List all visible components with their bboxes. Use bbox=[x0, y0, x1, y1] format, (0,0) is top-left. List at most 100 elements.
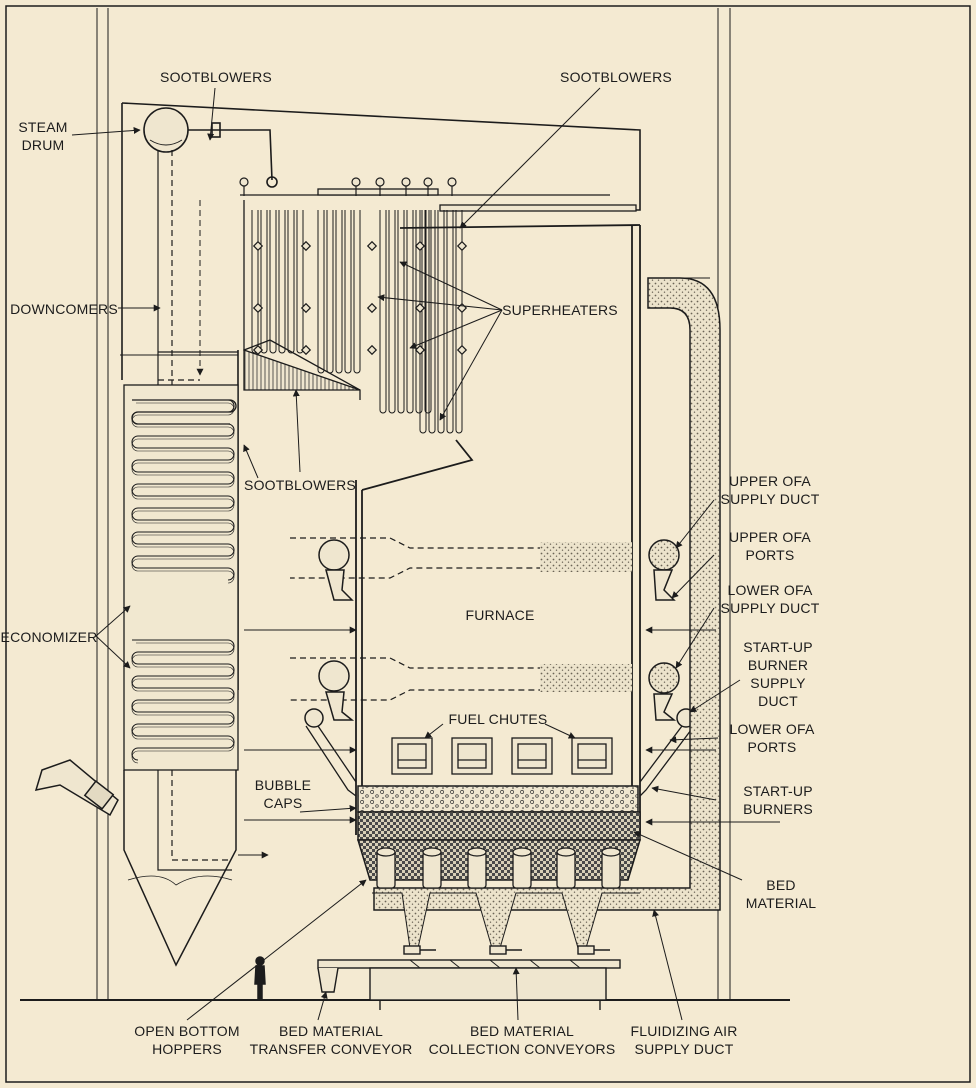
person-scale-figure bbox=[254, 956, 266, 1001]
superheater-tube bbox=[269, 210, 277, 354]
fuel-chute-inner bbox=[397, 743, 427, 769]
superheater-tube bbox=[446, 210, 454, 434]
superheater-tube bbox=[419, 210, 427, 434]
tube-clamp bbox=[252, 344, 264, 356]
superheater-header bbox=[351, 177, 361, 187]
bubble-caps bbox=[376, 847, 621, 889]
superheater-tube bbox=[415, 210, 423, 414]
label-startup-burners: START-UP BURNERS bbox=[743, 783, 813, 817]
tube-clamp bbox=[252, 240, 264, 252]
tube-clamp bbox=[300, 302, 312, 314]
superheater-tube bbox=[353, 210, 361, 374]
tube-clamp bbox=[252, 302, 264, 314]
bubble-cap bbox=[556, 851, 576, 889]
label-sootblowers-top-left: SOOTBLOWERS bbox=[160, 69, 272, 85]
fuel-chute-inner bbox=[577, 743, 607, 769]
label-steam-drum: STEAM DRUM bbox=[18, 119, 68, 153]
tube-clamp bbox=[300, 344, 312, 356]
bubble-cap-top bbox=[601, 847, 621, 857]
superheater-tube bbox=[335, 210, 343, 374]
superheater-tube bbox=[317, 210, 325, 374]
superheater-tube bbox=[397, 210, 405, 414]
label-lower-ofa-ports: LOWER OFA PORTS bbox=[729, 721, 815, 755]
label-economizer: ECONOMIZER bbox=[0, 629, 98, 645]
bubble-cap-top bbox=[422, 847, 442, 857]
tube-clamp bbox=[414, 240, 426, 252]
label-fluidizing-air-supply-duct: FLUIDIZING AIR SUPPLY DUCT bbox=[630, 1023, 738, 1057]
label-lower-ofa-supply-duct: LOWER OFA SUPPLY DUCT bbox=[720, 582, 820, 616]
fuel-chutes bbox=[391, 737, 613, 775]
superheater-tube bbox=[260, 210, 268, 354]
bubble-cap-top bbox=[376, 847, 396, 857]
economizer-coil bbox=[131, 639, 235, 761]
label-upper-ofa-ports: UPPER OFA PORTS bbox=[729, 529, 811, 563]
economizer-coils bbox=[131, 399, 235, 764]
label-bubble-caps: BUBBLE CAPS bbox=[254, 777, 312, 811]
superheater-tube bbox=[424, 210, 432, 414]
tube-clamp bbox=[300, 240, 312, 252]
label-upper-ofa-supply-duct: UPPER OFA SUPPLY DUCT bbox=[720, 473, 820, 507]
tube-clamp bbox=[366, 344, 378, 356]
label-fuel-chutes: FUEL CHUTES bbox=[448, 711, 548, 727]
superheater-header bbox=[447, 177, 457, 187]
superheater-headers bbox=[239, 177, 468, 356]
bubble-cap-top bbox=[512, 847, 532, 857]
label-startup-burner-supply-duct: START-UP BURNER SUPPLY DUCT bbox=[743, 639, 813, 709]
tube-clamp bbox=[456, 240, 468, 252]
superheater-header bbox=[423, 177, 433, 187]
superheater-tube bbox=[379, 210, 387, 414]
ofa-manifolds bbox=[304, 539, 696, 728]
label-sootblowers-mid: SOOTBLOWERS bbox=[244, 477, 356, 493]
flow-arrows bbox=[120, 200, 780, 859]
superheater-tube bbox=[296, 210, 304, 354]
label-bed-material-collection-conveyors: BED MATERIAL COLLECTION CONVEYORS bbox=[428, 1023, 616, 1057]
economizer-coil-inner bbox=[131, 402, 235, 584]
bubble-cap bbox=[601, 851, 621, 889]
economizer-coil bbox=[131, 399, 235, 581]
tube-clamp bbox=[366, 240, 378, 252]
economizer-hopper bbox=[34, 759, 237, 967]
superheater-header bbox=[401, 177, 411, 187]
superheater-header bbox=[375, 177, 385, 187]
superheater-tubes bbox=[251, 210, 463, 434]
label-furnace: FURNACE bbox=[465, 607, 535, 623]
label-downcomers: DOWNCOMERS bbox=[10, 301, 118, 317]
bubble-cap-top bbox=[556, 847, 576, 857]
superheater-tube bbox=[326, 210, 334, 374]
leader-lines bbox=[71, 87, 743, 1021]
superheater-tube bbox=[428, 210, 436, 434]
superheater-tube bbox=[287, 210, 295, 354]
bubble-cap bbox=[376, 851, 396, 889]
bubble-cap bbox=[422, 851, 442, 889]
fuel-chute-inner bbox=[457, 743, 487, 769]
bubble-cap-top bbox=[467, 847, 487, 857]
superheater-tube bbox=[278, 210, 286, 354]
label-open-bottom-hoppers: OPEN BOTTOM HOPPERS bbox=[134, 1023, 240, 1057]
steam-drum bbox=[143, 107, 278, 188]
economizer-coil-inner bbox=[131, 642, 235, 764]
bubble-cap bbox=[512, 851, 532, 889]
tube-clamp bbox=[414, 344, 426, 356]
label-bed-material: BED MATERIAL bbox=[745, 877, 817, 911]
superheater-tube bbox=[437, 210, 445, 434]
superheater-header bbox=[239, 177, 249, 187]
tube-clamp bbox=[414, 302, 426, 314]
label-sootblowers-top-right: SOOTBLOWERS bbox=[560, 69, 672, 85]
conveyors bbox=[317, 945, 621, 1010]
tube-clamp bbox=[366, 302, 378, 314]
economizer-section bbox=[123, 384, 239, 771]
tube-clamp bbox=[456, 344, 468, 356]
superheater-tube bbox=[455, 210, 463, 434]
page-border bbox=[5, 5, 971, 1083]
ofa-ports bbox=[290, 537, 632, 701]
superheater-tube bbox=[344, 210, 352, 374]
superheater-tube bbox=[251, 210, 259, 354]
startup-burners bbox=[305, 725, 695, 797]
superheater-tube bbox=[388, 210, 396, 414]
bubble-cap bbox=[467, 851, 487, 889]
fuel-chute-inner bbox=[517, 743, 547, 769]
superheater-tube bbox=[406, 210, 414, 414]
label-bed-material-transfer-conveyor: BED MATERIAL TRANSFER CONVEYOR bbox=[249, 1023, 413, 1057]
